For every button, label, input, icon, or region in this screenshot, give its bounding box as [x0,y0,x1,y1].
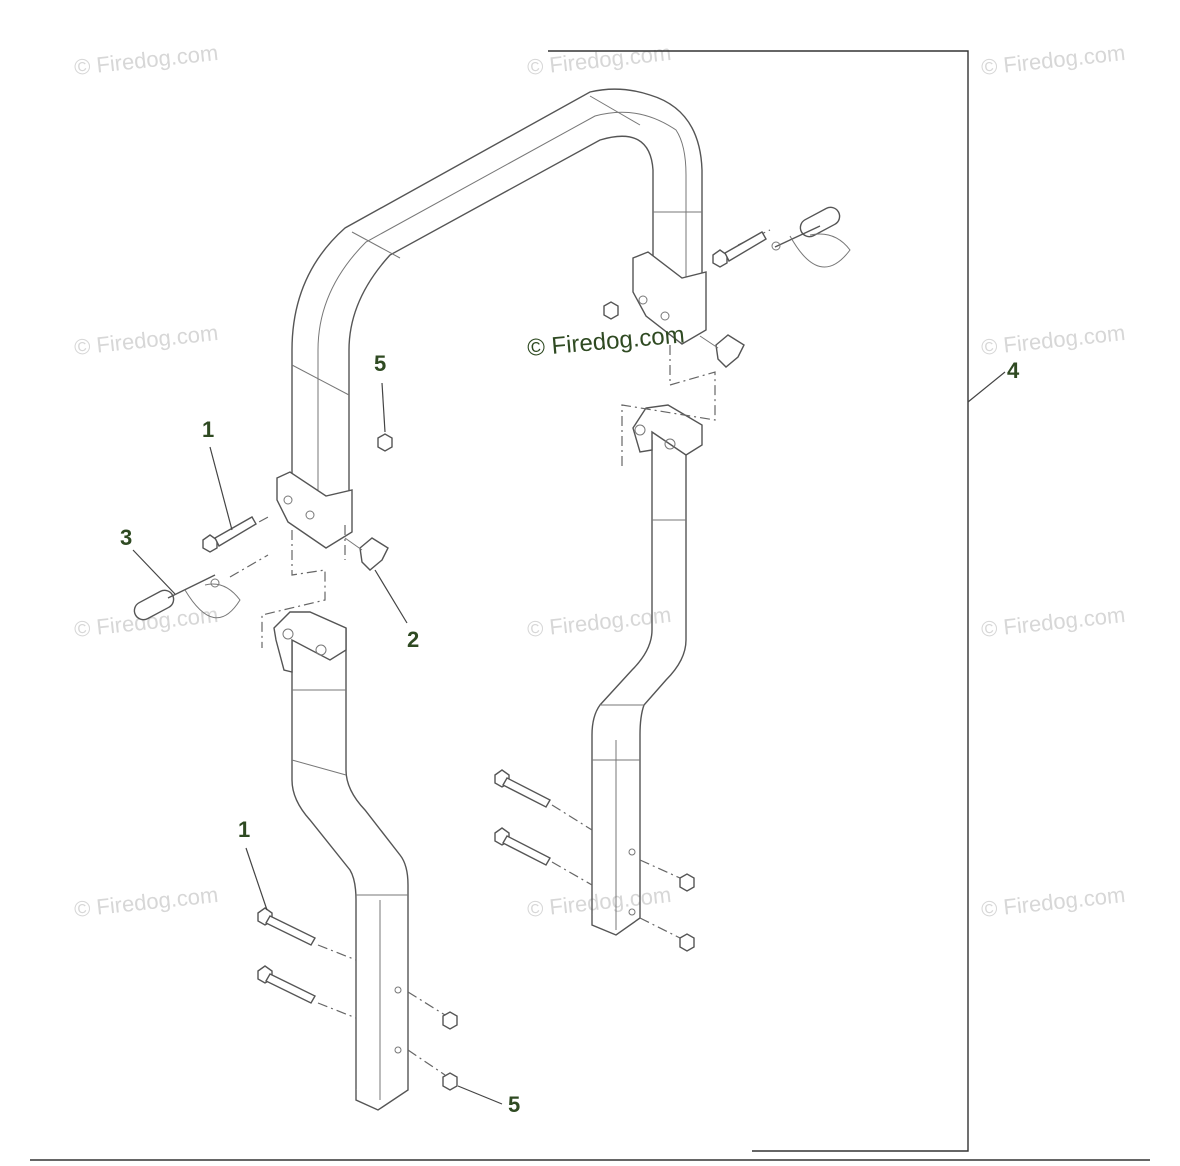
nut-parts [377,301,695,1091]
callout-labels: 1 1 2 3 4 5 5 [120,351,1020,1117]
leader-lines [132,371,1006,1105]
watermark-text: © Firedog.com [980,320,1126,360]
bolt-icon [712,231,767,268]
callout-3: 3 [120,525,132,550]
callout-1-lower: 1 [238,817,250,842]
upper-roll-bar [276,88,707,549]
watermark-text: © Firedog.com [73,320,219,360]
watermark-text: © Firedog.com [980,40,1126,80]
nut-icon [679,873,695,892]
watermark-text: © Firedog.com [73,40,219,80]
bolt-icon [257,907,316,946]
bolt-icon [202,516,257,553]
callout-2: 2 [407,627,419,652]
callout-5-lower: 5 [508,1092,520,1117]
bolt-icon [494,769,551,808]
nut-icon [377,433,393,452]
callout-5-upper: 5 [374,351,386,376]
callout-4: 4 [1007,358,1020,383]
nut-icon [679,933,695,952]
knob-icon [699,334,745,368]
watermark-text: © Firedog.com [73,882,219,922]
assembly-bracket [30,50,1150,1161]
hitch-pin-icon [133,574,241,621]
hitch-pin-parts [133,206,851,621]
nut-icon [442,1011,458,1030]
watermark-text: © Firedog.com [980,882,1126,922]
lower-right-upright [591,404,703,936]
nut-icon [442,1072,458,1091]
knob-parts [344,334,745,571]
bolt-parts [202,231,767,1004]
knob-icon [344,537,389,571]
watermark-text: © Firedog.com [526,40,672,80]
watermark-text: © Firedog.com [980,602,1126,642]
bolt-icon [257,965,316,1004]
hitch-pin-icon [771,206,851,268]
nut-icon [603,301,619,320]
watermark-text: © Firedog.com [526,602,672,642]
bolt-icon [494,827,551,866]
watermark-center-text: © Firedog.com [526,321,685,362]
callout-1-upper: 1 [202,417,214,442]
lower-left-upright [273,611,409,1111]
